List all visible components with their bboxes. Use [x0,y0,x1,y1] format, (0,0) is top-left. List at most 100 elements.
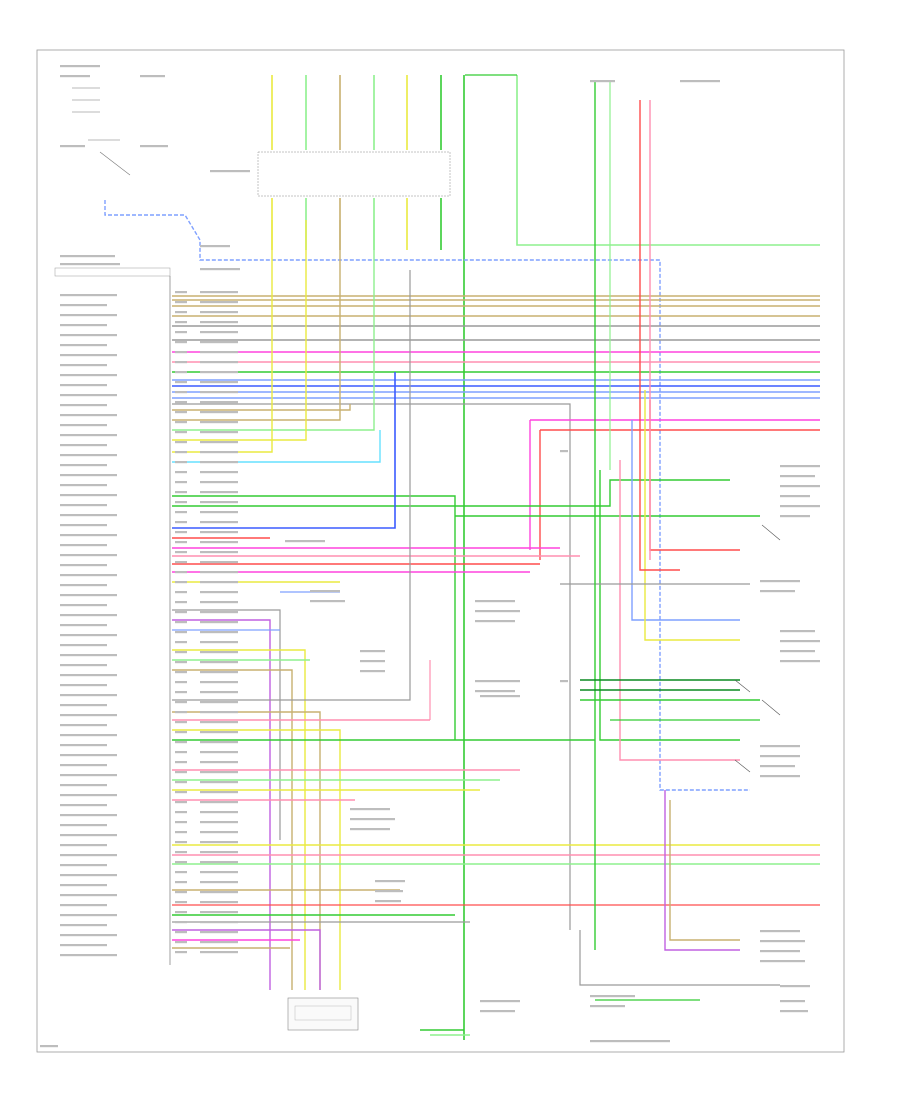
pcm-terminal-label [60,664,107,667]
wire-color-code [200,521,238,524]
component-label [475,690,515,693]
pcm-terminal-label [60,954,117,957]
pcm-terminal-label [60,714,117,717]
blue-dashed-wire [104,200,750,791]
pin-number [175,531,187,534]
wire-color-code [200,661,238,664]
component-label [350,818,395,821]
pin-number [175,701,187,704]
pcm-terminal-label [60,754,117,757]
pin-number [175,781,187,784]
wire-color-code [200,831,238,834]
component-label [760,590,795,593]
component-label [285,540,325,543]
tan-drop-wire [172,669,293,990]
wire-color-code [200,411,238,414]
pin-number [175,311,187,314]
yellow-loop-wire [644,390,740,641]
pcm-terminal-label [60,334,117,337]
pin-number [175,661,187,664]
pin-number [175,811,187,814]
wire-color-code [200,601,238,604]
pcm-terminal-label [60,344,107,347]
pcm-terminal-label [60,594,117,597]
pin-number [175,681,187,684]
component-label [480,695,520,698]
component-label [780,1010,808,1013]
pin-number [175,771,187,774]
wire-color-code [200,431,238,434]
component-label [560,680,568,683]
component-label [780,985,810,988]
component-label [200,268,240,271]
wire-color-code [200,701,238,704]
pin-number [175,481,187,484]
pcm-terminal-label [60,814,117,817]
wire-color-code [200,461,238,464]
pin-number [175,791,187,794]
component-label [360,670,385,673]
pin-number [175,621,187,624]
component-label [375,900,401,903]
green-drop-wire [172,495,456,740]
ground-wire [516,75,820,246]
pin-number [175,641,187,644]
pin-number [175,751,187,754]
pin-number [175,351,187,354]
pcm-terminal-label [60,574,117,577]
pin-number [175,521,187,524]
pin-number [175,611,187,614]
green-wire [172,479,730,507]
pin-number [175,671,187,674]
pin-number [175,591,187,594]
yellow-up-wire [172,220,307,441]
wire-color-code [200,561,238,564]
pcm-terminal-label [60,904,107,907]
wire-color-code [200,931,238,934]
pcm-terminal-label [60,294,117,297]
component-label [760,940,805,943]
component-label [360,650,385,653]
lightgreen-up-wire [172,220,375,431]
component-labels [40,65,820,1048]
pin-number [175,501,187,504]
component-label [480,1000,520,1003]
pin-number [175,741,187,744]
pin-number [175,571,187,574]
component-label [780,515,810,518]
violet-drop-wire [172,619,271,990]
pink-loop-wire [619,460,740,761]
pin-number [175,761,187,764]
pcm-terminal-label [60,654,117,657]
wire-color-code [200,881,238,884]
pcm-terminal-label [60,794,117,797]
component-label [780,630,815,633]
wire-color-code [200,851,238,854]
component-label [590,80,615,83]
grey-drop-wire [172,609,281,840]
pcm-terminal-label [60,434,117,437]
component-label [350,808,390,811]
component-label [760,930,800,933]
pin-number [175,291,187,294]
pcm-terminal-label [60,584,107,587]
wire-color-code [200,721,238,724]
diagram-frame [36,49,845,1053]
wire-color-code [200,391,238,394]
pin-number [175,601,187,604]
wire-color-code [200,451,238,454]
component-label [140,145,168,148]
relay-switches [734,524,781,773]
wire-color-code [200,811,238,814]
pin-number [175,381,187,384]
pin-number [175,561,187,564]
component-label [590,1005,625,1008]
blue-up-wire [172,372,396,529]
pcm-terminal-label [60,404,107,407]
wire-color-code [200,301,238,304]
pin-number [175,451,187,454]
pcm-terminal-label [60,894,117,897]
wire-color-code [200,441,238,444]
component-label [780,650,815,653]
pin-number [175,321,187,324]
